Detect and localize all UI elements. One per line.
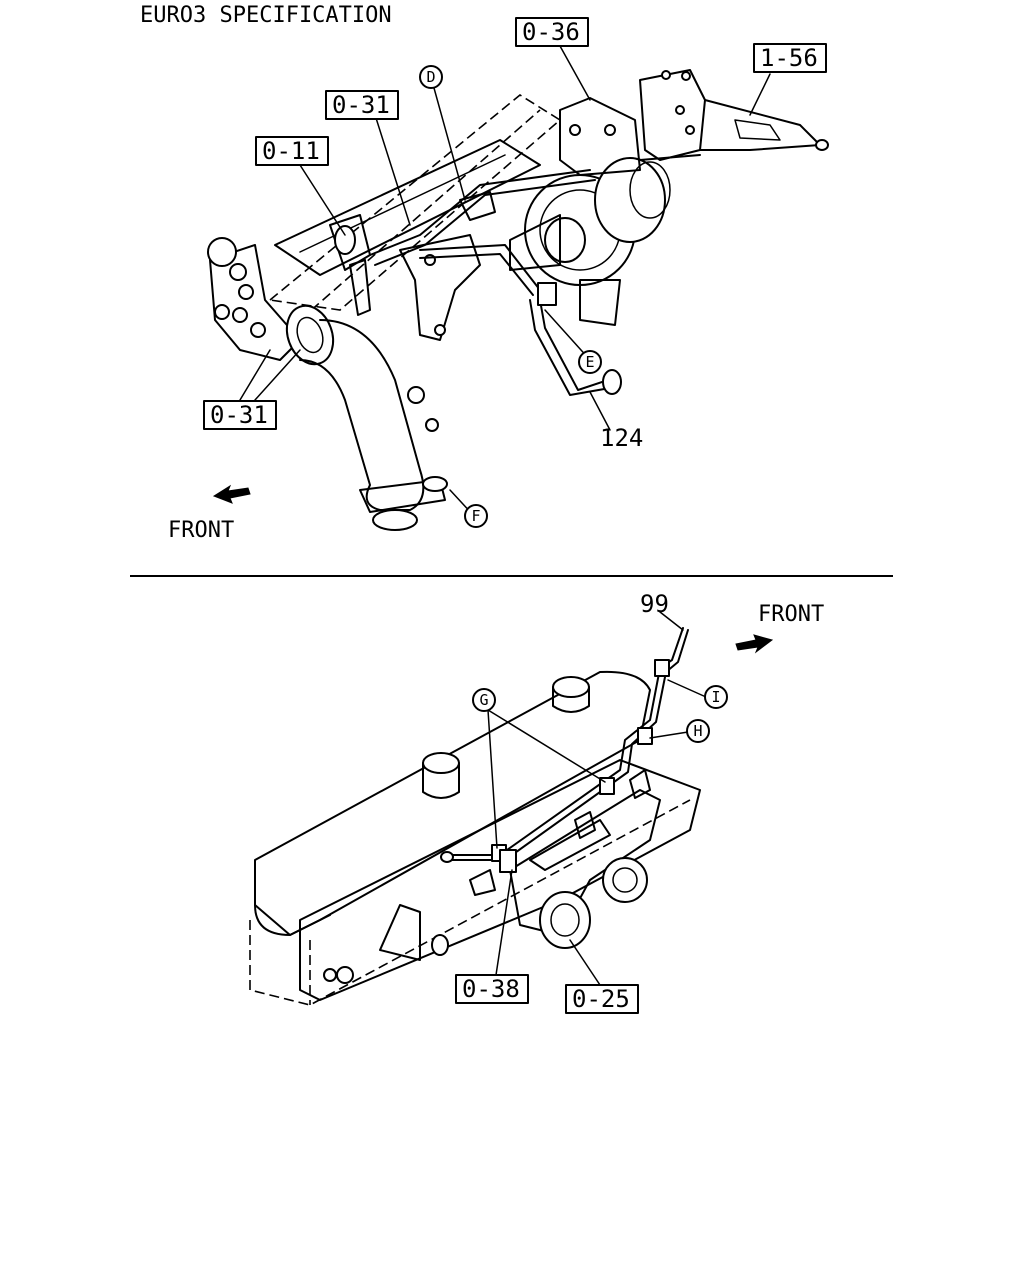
front-arrow-icon-top (212, 484, 251, 504)
svg-text:0-31: 0-31 (210, 401, 268, 429)
svg-text:E: E (585, 353, 594, 371)
diagram-title: EURO3 SPECIFICATION (140, 3, 392, 28)
svg-text:0-25: 0-25 (572, 985, 630, 1013)
circle-ref-i: I (704, 685, 728, 709)
svg-text:I: I (711, 688, 720, 706)
circle-ref-e: E (578, 350, 602, 374)
svg-text:0-11: 0-11 (262, 137, 320, 165)
front-label-bottom: FRONT (758, 602, 824, 627)
svg-text:F: F (471, 507, 480, 525)
callout-box-0-25: 0-25 (565, 984, 639, 1014)
svg-text:D: D (426, 68, 435, 86)
callout-box-0-11: 0-11 (255, 136, 329, 166)
callout-box-0-36: 0-36 (515, 17, 589, 47)
front-label-top: FRONT (168, 518, 234, 543)
svg-text:0-31: 0-31 (332, 91, 390, 119)
callout-box-0-31-upper: 0-31 (325, 90, 399, 120)
top-engine-drawing (207, 69, 829, 531)
svg-text:0-36: 0-36 (522, 18, 580, 46)
part-number-124: 124 (600, 424, 643, 452)
circle-ref-d: D (419, 65, 443, 89)
callout-box-0-31-lower: 0-31 (203, 400, 277, 430)
svg-text:G: G (479, 691, 488, 709)
front-arrow-icon-bottom (735, 634, 774, 654)
callout-box-0-38: 0-38 (455, 974, 529, 1004)
circle-ref-f: F (464, 504, 488, 528)
top-leader-lines (239, 45, 771, 517)
svg-text:0-38: 0-38 (462, 975, 520, 1003)
circle-ref-g: G (472, 688, 496, 712)
part-number-99: 99 (640, 590, 669, 618)
callout-box-1-56: 1-56 (753, 43, 827, 73)
bottom-leader-lines (487, 611, 707, 986)
circle-ref-h: H (686, 719, 710, 743)
svg-text:1-56: 1-56 (760, 44, 818, 72)
bottom-engine-drawing (249, 627, 701, 1006)
svg-text:H: H (693, 722, 702, 740)
